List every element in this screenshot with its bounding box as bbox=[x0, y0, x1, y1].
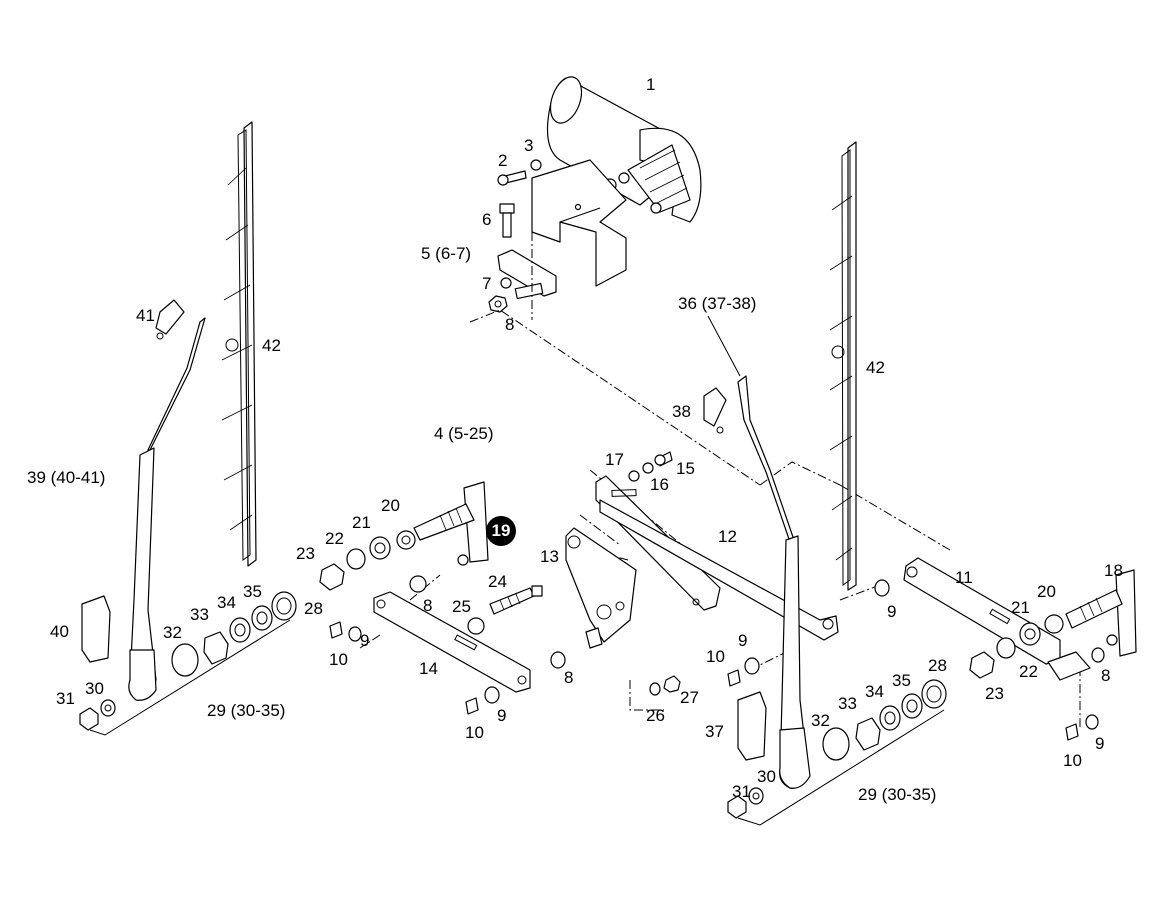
nut-26-27 bbox=[649, 675, 681, 696]
bolt-6 bbox=[499, 203, 515, 238]
callout-21-right: 21 bbox=[1011, 598, 1030, 617]
callout-26: 26 bbox=[646, 706, 665, 725]
pin-24 bbox=[489, 585, 543, 615]
callout-35-right: 35 bbox=[892, 671, 911, 690]
callout-2: 2 bbox=[498, 151, 508, 170]
callout-7: 7 bbox=[482, 274, 492, 293]
callout-20-left: 20 bbox=[381, 496, 400, 515]
wiper-arm-right bbox=[737, 375, 811, 789]
callout-8-b: 8 bbox=[564, 668, 574, 687]
pivot-assembly-left bbox=[319, 481, 489, 591]
callout-9-e: 9 bbox=[1095, 734, 1105, 753]
clip-38 bbox=[703, 387, 727, 434]
connecting-rod-12 bbox=[595, 475, 839, 641]
callout-8-top: 8 bbox=[505, 315, 515, 334]
callout-15: 15 bbox=[676, 459, 695, 478]
callout-32-left: 32 bbox=[163, 623, 182, 642]
callout-8-a: 8 bbox=[423, 596, 433, 615]
callout-31-right: 31 bbox=[732, 782, 751, 801]
callout-17: 17 bbox=[605, 450, 624, 469]
callout-24: 24 bbox=[488, 572, 507, 591]
callout-9-b: 9 bbox=[360, 631, 370, 650]
callout-32-right: 32 bbox=[811, 711, 830, 730]
link-rod-14 bbox=[373, 591, 531, 693]
pivot-hardware-right bbox=[727, 679, 947, 826]
callout-34-left: 34 bbox=[217, 593, 236, 612]
callout-9-c: 9 bbox=[738, 631, 748, 650]
callout-28-right: 28 bbox=[928, 656, 947, 675]
callout-10-b: 10 bbox=[706, 647, 725, 666]
callout-33-left: 33 bbox=[190, 605, 209, 624]
callout-16: 16 bbox=[650, 475, 669, 494]
callout-10-c: 10 bbox=[465, 723, 484, 742]
leader-36 bbox=[707, 315, 741, 377]
callout-29-left: 29 (30-35) bbox=[207, 701, 286, 720]
callout-42-right: 42 bbox=[866, 358, 885, 377]
callout-12: 12 bbox=[718, 527, 737, 546]
nut-7 bbox=[500, 277, 512, 289]
callout-23-right: 23 bbox=[985, 684, 1004, 703]
callout-9-d: 9 bbox=[497, 706, 507, 725]
callout-3: 3 bbox=[524, 136, 534, 155]
callout-31-left: 31 bbox=[56, 689, 75, 708]
pivot-assembly-right bbox=[727, 557, 1137, 741]
callout-22-right: 22 bbox=[1019, 662, 1038, 681]
callout-20-right: 20 bbox=[1037, 582, 1056, 601]
callout-23-left: 23 bbox=[296, 544, 315, 563]
fasteners-15-17 bbox=[628, 451, 673, 482]
crank-plate-13 bbox=[565, 527, 637, 649]
callout-27: 27 bbox=[680, 688, 699, 707]
nut-8-top bbox=[488, 295, 508, 313]
callout-41: 41 bbox=[136, 306, 155, 325]
callout-38: 38 bbox=[672, 402, 691, 421]
callout-25: 25 bbox=[452, 597, 471, 616]
callout-40: 40 bbox=[50, 622, 69, 641]
callout-30-right: 30 bbox=[757, 767, 776, 786]
callout-36: 36 (37-38) bbox=[678, 294, 757, 313]
motor-bracket bbox=[531, 159, 627, 287]
washers-left bbox=[329, 575, 566, 715]
callout-4: 4 (5-25) bbox=[434, 424, 494, 443]
cover-37 bbox=[737, 691, 767, 761]
wiper-blade-left bbox=[221, 121, 257, 567]
callout-33-right: 33 bbox=[838, 694, 857, 713]
callout-29-right: 29 (30-35) bbox=[858, 785, 937, 804]
callout-14: 14 bbox=[419, 659, 438, 678]
callout-8-c: 8 bbox=[1101, 666, 1111, 685]
callout-18: 18 bbox=[1104, 561, 1123, 580]
callout-13: 13 bbox=[540, 547, 559, 566]
crank-5 bbox=[497, 249, 557, 300]
callout-37: 37 bbox=[705, 722, 724, 741]
callout-28-left: 28 bbox=[304, 599, 323, 618]
callout-21-left: 21 bbox=[352, 513, 371, 532]
starwasher-25 bbox=[467, 617, 485, 635]
callout-22-left: 22 bbox=[325, 529, 344, 548]
wiper-blade-right bbox=[829, 141, 857, 591]
callout-11: 11 bbox=[955, 568, 973, 587]
callout-34-right: 34 bbox=[865, 682, 884, 701]
callout-39: 39 (40-41) bbox=[27, 468, 106, 487]
callout-30-left: 30 bbox=[85, 679, 104, 698]
callout-42-left: 42 bbox=[262, 336, 281, 355]
callout-5: 5 (6-7) bbox=[421, 244, 472, 263]
callout-19-highlighted: 19 bbox=[486, 516, 516, 546]
pivot-hardware-left bbox=[79, 591, 297, 736]
cover-40 bbox=[81, 595, 111, 663]
callout-10-a: 10 bbox=[329, 650, 348, 669]
callout-6: 6 bbox=[482, 210, 492, 229]
wiper-arm-left bbox=[128, 317, 206, 701]
callout-1: 1 bbox=[646, 75, 656, 94]
callout-10-d: 10 bbox=[1063, 751, 1082, 770]
clip-41 bbox=[155, 299, 185, 340]
screw-2 bbox=[497, 170, 527, 186]
washer-3 bbox=[530, 159, 542, 171]
callout-35-left: 35 bbox=[243, 582, 262, 601]
callout-9-a: 9 bbox=[887, 602, 897, 621]
